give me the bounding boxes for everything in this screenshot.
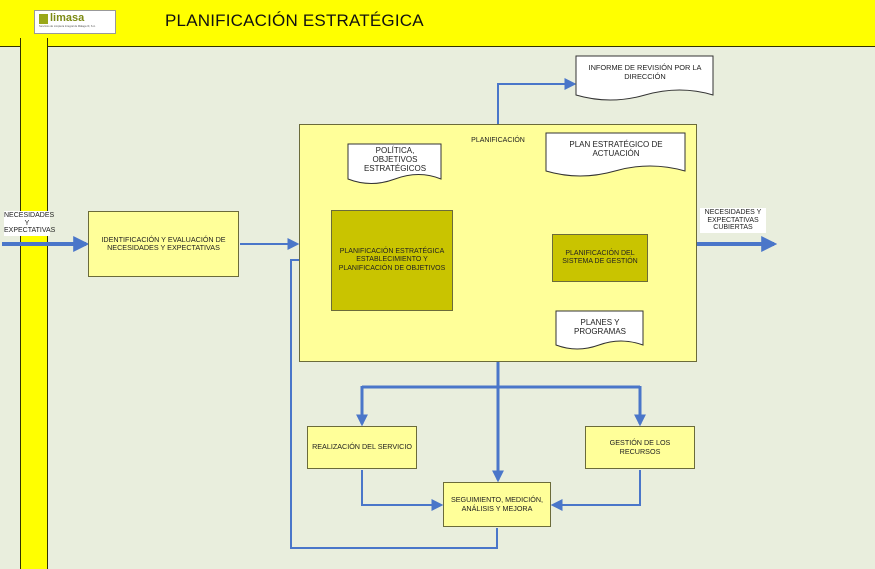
output-label: NECESIDADES Y EXPECTATIVAS CUBIERTAS [700, 208, 766, 234]
plan-estrategico-doc-text: PLAN ESTRATÉGICO DE ACTUACIÓN [569, 140, 663, 159]
planes-doc [555, 310, 644, 350]
gestion-recursos-box: GESTIÓN DE LOS RECURSOS [585, 426, 695, 469]
page-title: PLANIFICACIÓN ESTRATÉGICA [165, 11, 424, 30]
top-band-line [0, 38, 875, 47]
informe-arrow [497, 78, 577, 124]
logo: limasa Servicios de Limpieza Integral de… [34, 10, 116, 34]
seguimiento-box: SEGUIMIENTO, MEDICIÓN, ANÁLISIS Y MEJORA [443, 482, 551, 527]
planificacion-container-label: PLANIFICACIÓN [471, 137, 525, 144]
identificacion-box: IDENTIFICACIÓN Y EVALUACIÓN DE NECESIDAD… [88, 211, 239, 277]
plan-estrategico-doc [545, 132, 686, 177]
planes-doc-text: PLANES Y PROGRAMAS [573, 318, 626, 337]
planificacion-sistema-box: PLANIFICACIÓN DEL SISTEMA DE GESTIÓN [552, 234, 648, 282]
informe-doc [575, 55, 714, 101]
informe-doc-text: INFORME DE REVISIÓN POR LA DIRECCIÓN [588, 63, 702, 81]
logo-mark-icon [39, 14, 48, 24]
logo-subtext: Servicios de Limpieza Integral de Málaga… [39, 25, 96, 28]
logo-text: limasa [50, 12, 85, 24]
realizacion-box: REALIZACIÓN DEL SERVICIO [307, 426, 417, 469]
realizacion-to-seguimiento-arrow [361, 470, 444, 511]
recursos-to-seguimiento-arrow [550, 470, 641, 511]
left-band [20, 38, 48, 569]
input-label: NECESIDADES Y EXPECTATIVAS [4, 211, 56, 237]
planificacion-estrategica-box: PLANIFICACIÓN ESTRATÉGICA ESTABLECIMIENT… [331, 210, 453, 311]
politica-doc-text: POLÍTICA, OBJETIVOS ESTRATÉGICOS [363, 146, 427, 174]
politica-doc [347, 143, 442, 184]
